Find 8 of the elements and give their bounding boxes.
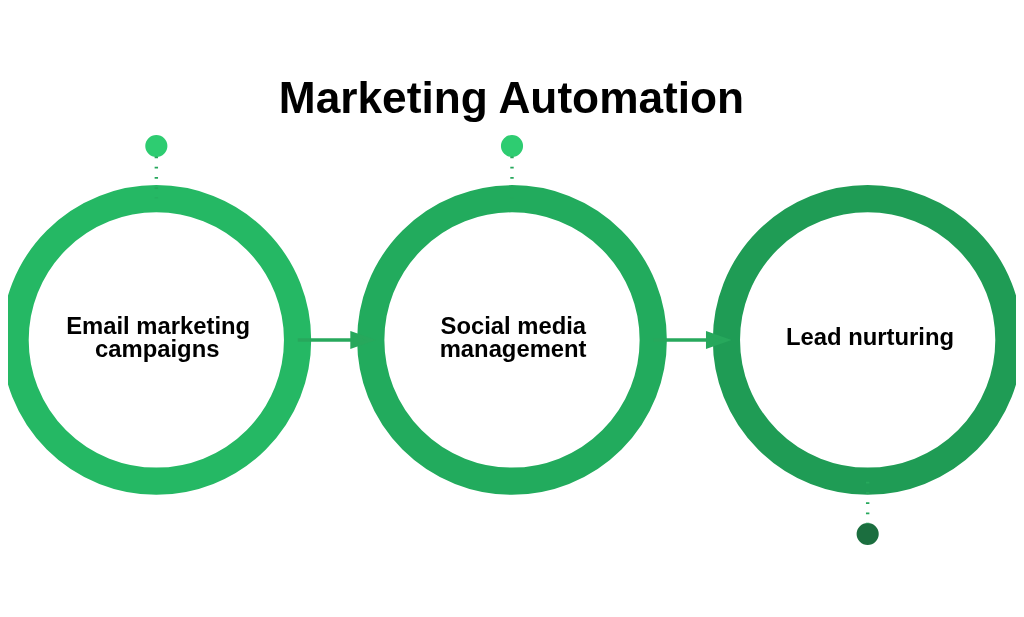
node-circle: Social media management: [357, 185, 667, 495]
diagram-title: Marketing Automation: [278, 73, 745, 123]
node-circle: Lead nurturing: [712, 185, 1016, 495]
node-circle: Email marketing campaigns: [8, 185, 312, 495]
node-circle: [145, 134, 168, 158]
node-circle: [500, 134, 524, 158]
node-circle: [856, 522, 879, 546]
connector: [154, 156, 159, 199]
